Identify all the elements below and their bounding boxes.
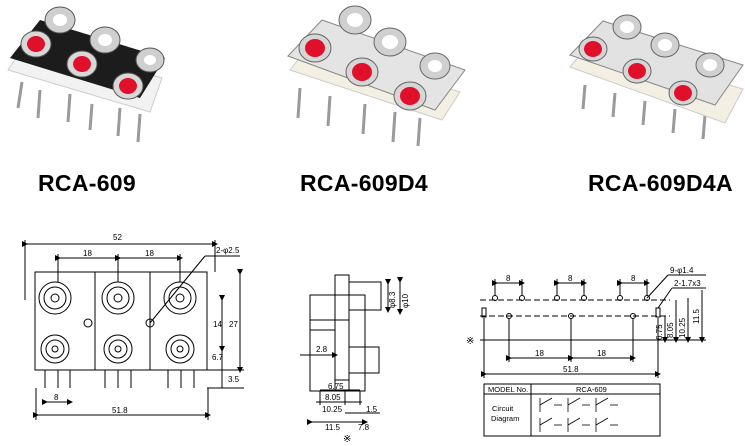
dim-10-25: 10.25	[322, 405, 343, 414]
dim-bottom-width: 51.8	[112, 406, 128, 415]
front-view-drawing	[22, 240, 244, 420]
dim-2-8: 2.8	[316, 345, 328, 354]
dim-6-75: 6.75	[328, 382, 344, 391]
product-photo-rca-609	[7, 6, 165, 143]
model-title-rca-609d4: RCA-609D4	[300, 170, 428, 196]
dim-height-14: 14	[213, 320, 222, 329]
dim-6-7: 6.7	[212, 353, 224, 362]
dim-8-05: 8.05	[325, 393, 341, 402]
pcb-dim-8-05: 8.05	[666, 322, 675, 338]
dim-11-5: 11.5	[325, 423, 341, 432]
dim-overall-width: 52	[113, 233, 122, 242]
technical-drawings: 52 18 18 2-φ2.5 14 27 6.7 3.5 8 51.8 φ8.…	[22, 233, 706, 445]
side-view-drawing	[300, 274, 403, 425]
model-no-value: RCA-609	[576, 385, 607, 394]
dim-dia-10: φ10	[401, 293, 410, 308]
diagram-label: Diagram	[491, 414, 519, 423]
model-title-rca-609d4a: RCA-609D4A	[588, 170, 733, 196]
pcb-total-51-8: 51.8	[563, 365, 579, 374]
front-view-dimensions: 52 18 18 2-φ2.5 14 27 6.7 3.5 8 51.8	[54, 233, 240, 415]
pcb-pitch-18-b: 18	[597, 349, 606, 358]
dim-1-5: 1.5	[366, 405, 378, 414]
dim-height-27: 27	[229, 320, 238, 329]
pcb-dim-8-a: 8	[506, 274, 511, 283]
circuit-table	[483, 383, 661, 437]
dim-pitch-right: 18	[145, 249, 154, 258]
circuit-label: Circuit	[492, 404, 514, 413]
pcb-holes-9: 9-φ1.4	[670, 266, 694, 275]
pcb-dim-6-75: 6.75	[655, 324, 664, 340]
circuit-table-text: MODEL No. RCA-609 Circuit Diagram	[488, 385, 607, 423]
side-view-dimensions: φ8.3 φ10 2.8 6.75 8.05 10.25 1.5 11.5 7.…	[316, 291, 410, 445]
pcb-holes-2: 2-1.7x3	[674, 279, 701, 288]
pcb-dim-11-5: 11.5	[692, 308, 701, 324]
model-no-label: MODEL No.	[488, 385, 528, 394]
dim-mount-hole: 2-φ2.5	[216, 246, 240, 255]
dim-pin-spacing: 8	[54, 393, 59, 402]
model-title-rca-609: RCA-609	[38, 170, 136, 196]
dim-3-5: 3.5	[228, 375, 240, 384]
pcb-dim-8-c: 8	[631, 274, 636, 283]
product-photo-rca-609d4	[287, 5, 466, 147]
side-asterisk: ※	[343, 434, 351, 445]
dim-pitch-left: 18	[83, 249, 92, 258]
pcb-view-dimensions: 8 8 8 9-φ1.4 2-1.7x3 6.75 8.05 10.25 11.…	[466, 266, 701, 374]
pcb-dim-8-b: 8	[568, 274, 573, 283]
dim-dia-8-3: φ8.3	[388, 291, 397, 308]
pcb-pitch-18-a: 18	[535, 349, 544, 358]
dim-7-8: 7.8	[358, 423, 370, 432]
pcb-asterisk: ※	[466, 336, 474, 347]
pcb-view-drawing	[480, 274, 706, 378]
product-photo-rca-609d4a	[569, 14, 744, 140]
pcb-dim-10-25: 10.25	[678, 317, 687, 338]
